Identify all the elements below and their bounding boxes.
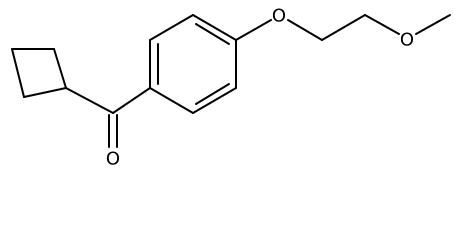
cyclobutane-ring bbox=[11, 48, 67, 98]
bond bbox=[11, 48, 25, 98]
bond bbox=[53, 48, 67, 89]
carbonyl-double-bond bbox=[108, 114, 118, 148]
bond bbox=[195, 83, 230, 105]
aryl-ether-oxygen-label: O bbox=[272, 6, 286, 27]
bond bbox=[287, 19, 323, 41]
bond bbox=[23, 87, 67, 98]
bond bbox=[321, 14, 366, 41]
bond bbox=[192, 87, 237, 114]
methoxy-oxygen-label: O bbox=[400, 30, 414, 51]
bond bbox=[65, 87, 114, 114]
bond bbox=[364, 14, 400, 35]
bond bbox=[112, 87, 151, 114]
methoxyethoxy-chain bbox=[287, 14, 451, 41]
bond bbox=[149, 87, 194, 114]
benzene-ring bbox=[149, 14, 237, 114]
bond bbox=[415, 14, 451, 35]
chemical-structure-diagram: O O O bbox=[11, 6, 451, 170]
bond bbox=[235, 19, 272, 41]
bond bbox=[192, 14, 237, 41]
bond bbox=[149, 14, 194, 41]
carbonyl-oxygen-label: O bbox=[106, 149, 120, 170]
bond bbox=[195, 23, 230, 45]
